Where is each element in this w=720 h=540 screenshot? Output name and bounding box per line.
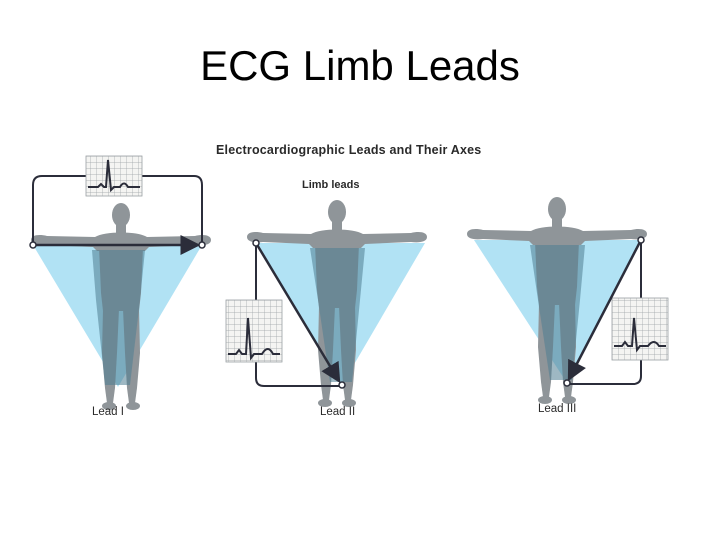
lead-axis-arrow	[254, 242, 341, 384]
figure-heading: Electrocardiographic Leads and Their Axe…	[216, 143, 482, 157]
lead-iii-panel	[467, 197, 669, 404]
lead-ii-label: Lead II	[320, 406, 356, 418]
ecg-strip	[225, 299, 283, 363]
ecg-strip	[85, 155, 143, 197]
lead-i-panel	[29, 155, 211, 410]
electrode	[198, 241, 206, 249]
lead-i-label: Lead I	[92, 406, 124, 418]
electrode	[563, 379, 571, 387]
figure-subheading: Limb leads	[302, 179, 360, 191]
lead-iii-label: Lead III	[538, 403, 577, 415]
electrode	[338, 381, 346, 389]
electrode	[252, 239, 260, 247]
lead-ii-panel	[225, 200, 427, 407]
electrode	[637, 236, 645, 244]
lead-axis-arrow	[567, 239, 643, 382]
electrode	[29, 241, 37, 249]
ecg-strip	[611, 297, 669, 361]
slide-title: ECG Limb Leads	[200, 42, 520, 89]
